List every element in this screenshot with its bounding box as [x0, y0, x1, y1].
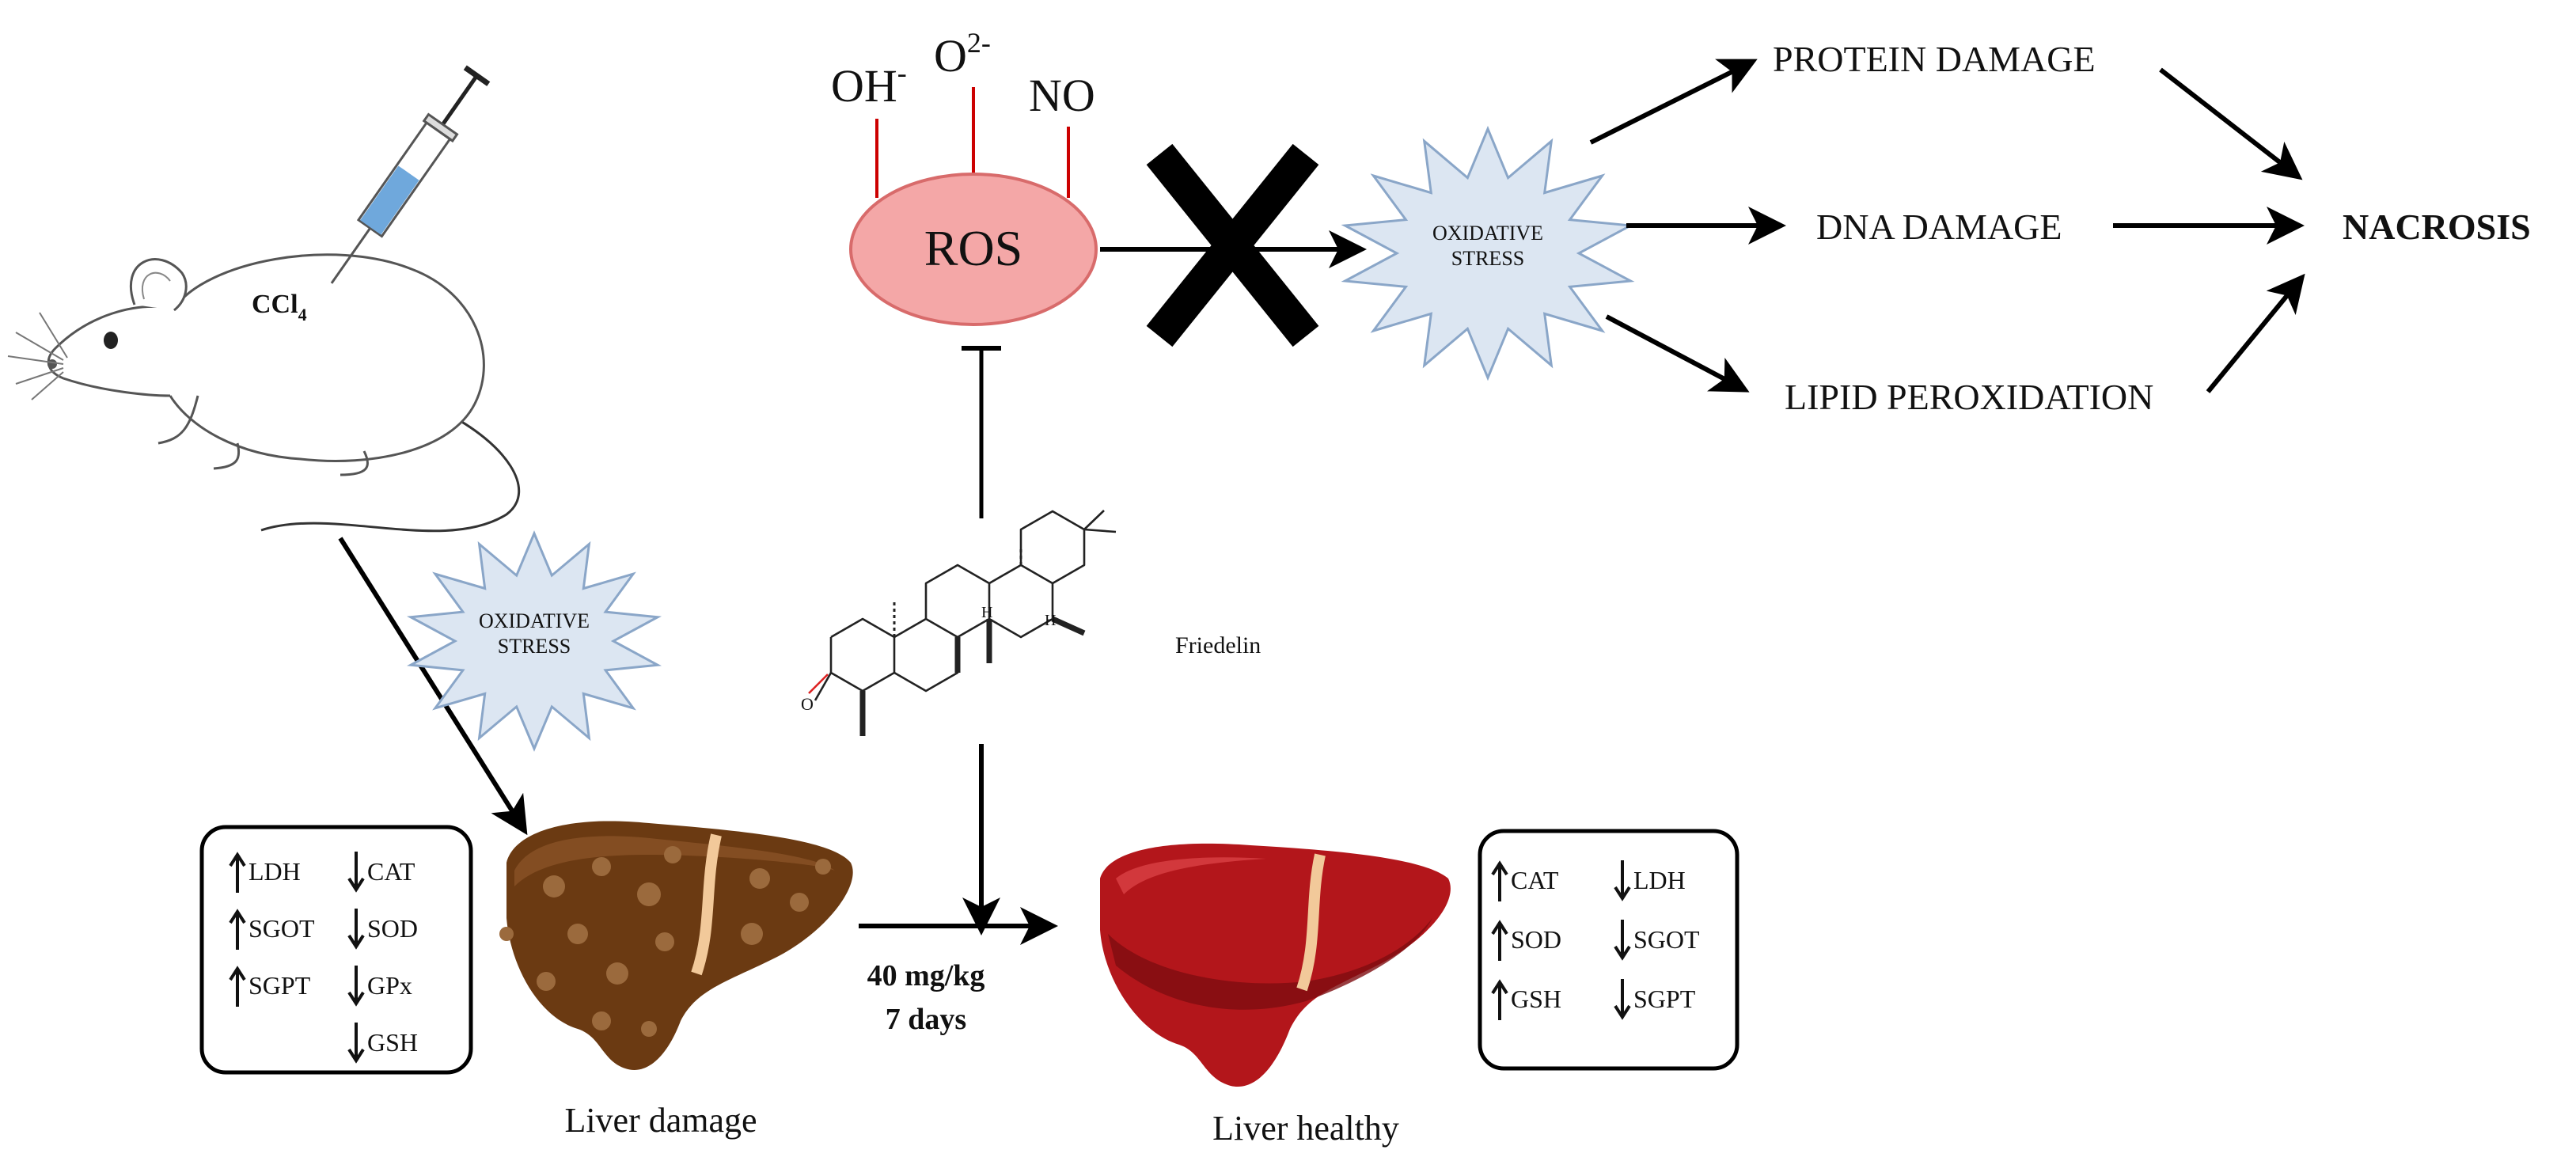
damaged-liver-icon	[499, 821, 853, 1070]
marker-label: SGPT	[1633, 985, 1696, 1013]
up-arrow-icon	[1491, 979, 1508, 1020]
arrow-mouse-to-liver	[338, 537, 528, 836]
lipid-peroxidation-label: LIPID PEROXIDATION	[1785, 377, 2153, 417]
syringe-icon	[330, 65, 491, 284]
arrow-lipid-to-necrosis	[2206, 273, 2305, 393]
marker-label: CAT	[367, 857, 415, 886]
up-arrow-icon	[1491, 920, 1508, 961]
marker-label: GPx	[367, 971, 412, 1000]
svg-text:OXIDATIVE: OXIDATIVE	[479, 609, 590, 632]
down-arrow-icon	[347, 852, 365, 893]
liver-damage-label: Liver damage	[564, 1101, 757, 1140]
dose-label: 40 mg/kg	[867, 959, 985, 992]
marker-label: LDH	[1633, 866, 1686, 894]
up-arrow-icon	[229, 966, 246, 1007]
up-arrow-icon	[1491, 860, 1508, 901]
down-arrow-icon	[1614, 979, 1631, 1020]
oxidative-stress-star-left: OXIDATIVE STRESS	[406, 530, 662, 752]
svg-text:H: H	[1045, 612, 1056, 629]
healthy-markers-box	[1478, 829, 1739, 1071]
marker-label: SGOT	[248, 914, 315, 943]
down-arrow-icon	[1614, 920, 1631, 961]
ros-node: ROS OH- O2- NO	[831, 27, 1098, 326]
down-arrow-icon	[347, 966, 365, 1007]
arrow-stress-to-protein	[1589, 59, 1758, 145]
friedelin-label: Friedelin	[1175, 632, 1261, 658]
marker-label: LDH	[248, 857, 301, 886]
necrosis-label: NACROSIS	[2343, 207, 2531, 247]
protein-damage-label: PROTEIN DAMAGE	[1773, 39, 2096, 79]
inhibit-bar-icon	[962, 346, 1001, 518]
up-arrow-icon	[229, 909, 246, 950]
damaged-markers-box	[199, 825, 473, 1075]
oh-label: OH-	[831, 57, 907, 112]
ros-label: ROS	[924, 220, 1023, 276]
svg-text:STRESS: STRESS	[498, 635, 571, 658]
down-arrow-icon	[347, 909, 365, 950]
oxidative-stress-star-right: OXIDATIVE STRESS	[1341, 125, 1635, 381]
marker-label: SGPT	[248, 971, 311, 1000]
marker-label: GSH	[1511, 985, 1561, 1013]
ccl4-label: CCl4	[252, 290, 307, 324]
up-arrow-icon	[229, 852, 246, 893]
down-arrow-icon	[347, 1023, 365, 1064]
friedelin-structure: O H H	[801, 510, 1117, 736]
o2-label: O2-	[934, 27, 991, 82]
healthy-markers: CAT SOD GSH LDH SGOT SGPT	[1491, 860, 1700, 1020]
no-label: NO	[1029, 70, 1095, 121]
down-arrow-icon	[1614, 860, 1631, 901]
svg-text:OXIDATIVE: OXIDATIVE	[1432, 222, 1543, 245]
arrow-protein-to-necrosis	[2159, 67, 2303, 180]
arrow-stress-to-lipid	[1605, 314, 1750, 393]
marker-label: CAT	[1511, 866, 1559, 894]
liver-healthy-label: Liver healthy	[1212, 1109, 1399, 1148]
marker-label: SOD	[367, 914, 418, 943]
healthy-liver-icon	[1100, 843, 1451, 1087]
marker-label: SGOT	[1633, 925, 1700, 954]
svg-text:O: O	[801, 694, 814, 714]
svg-text:H: H	[981, 604, 992, 621]
mouse-illustration: CCl4	[7, 253, 521, 533]
block-x-icon	[1146, 143, 1319, 347]
svg-text:STRESS: STRESS	[1451, 247, 1525, 270]
duration-label: 7 days	[886, 1003, 966, 1036]
marker-label: SOD	[1511, 925, 1561, 954]
dna-damage-label: DNA DAMAGE	[1816, 207, 2062, 247]
marker-label: GSH	[367, 1028, 418, 1057]
